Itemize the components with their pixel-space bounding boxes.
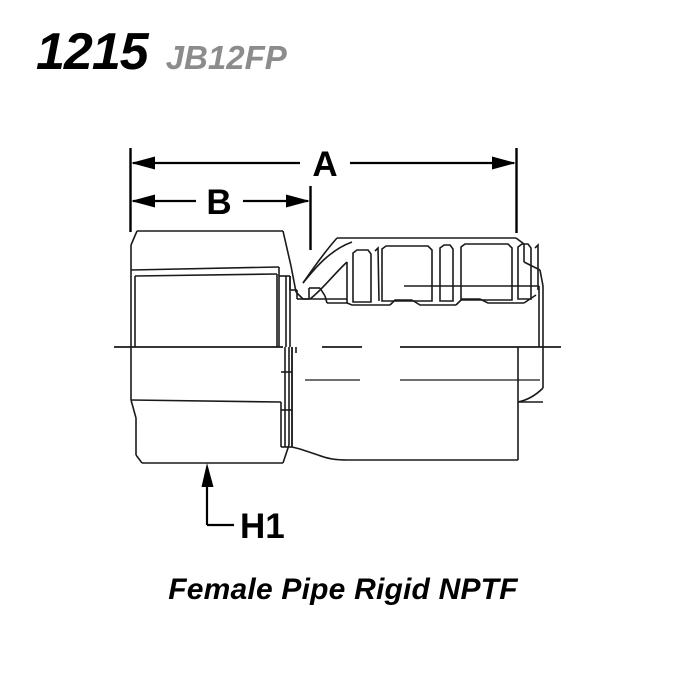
body-lower-curve-2: [317, 454, 349, 461]
figure-caption: Female Pipe Rigid NPTF: [168, 573, 518, 606]
ferrule-top-right-chamfer: [515, 237, 525, 245]
hex-top-right-chamfer: [282, 230, 292, 267]
serrated-hose-stem: [346, 243, 539, 306]
hex-flat-upper-line: [130, 266, 280, 271]
part-code: JB12FP: [165, 39, 287, 76]
barb-2: [381, 245, 433, 302]
stem-base-2: [389, 299, 412, 306]
hex-bottom-right-chamfer: [282, 444, 290, 464]
barb-6: [534, 243, 539, 290]
dimension-b-arrow-right: [286, 194, 310, 208]
barb-3: [439, 244, 454, 302]
hex-bottom-left-chamfer: [135, 454, 143, 464]
hex-top-left-chamfer: [130, 230, 138, 246]
dimension-b-label: B: [206, 183, 231, 222]
fitting-body-lower: [291, 347, 544, 461]
hex-face-line-2: [134, 273, 278, 277]
barb-5: [517, 243, 532, 300]
dimension-b: B: [131, 183, 312, 250]
stem-base-4: [455, 298, 480, 306]
h1-label: H1: [240, 507, 285, 546]
hex-flat-lower-line: [130, 399, 282, 403]
stem-base-1: [346, 302, 390, 306]
barb-1-edge: [374, 246, 380, 302]
stem-taper-curve: [309, 261, 348, 300]
h1-arrowhead: [201, 463, 214, 487]
body-lower-right-curve: [517, 387, 544, 403]
title-row: 1215 JB12FP: [36, 26, 287, 78]
dimension-b-arrow-left: [131, 194, 155, 208]
ferrule-left-curve: [302, 237, 338, 284]
hex-nut: [130, 230, 347, 464]
fitting-neck-detail: [289, 241, 353, 304]
barb-1: [352, 249, 372, 303]
part-number: 1215: [36, 23, 149, 81]
neck-pin-taper-2: [324, 295, 328, 304]
dimension-a-label: A: [312, 145, 337, 184]
h1-leader: H1: [201, 463, 285, 546]
dimension-a-arrow-left: [131, 156, 155, 170]
hex-outer-left-lower-chamfer: [130, 399, 137, 419]
hex-right-taper: [290, 265, 297, 293]
ferrule-right-taper-2: [539, 269, 544, 287]
body-lower-curve-1: [291, 446, 319, 456]
barb-4: [460, 243, 513, 301]
crimp-ferrule-upper: [302, 237, 544, 347]
dimension-a: A: [129, 145, 518, 233]
dimension-a-arrow-right: [492, 156, 516, 170]
